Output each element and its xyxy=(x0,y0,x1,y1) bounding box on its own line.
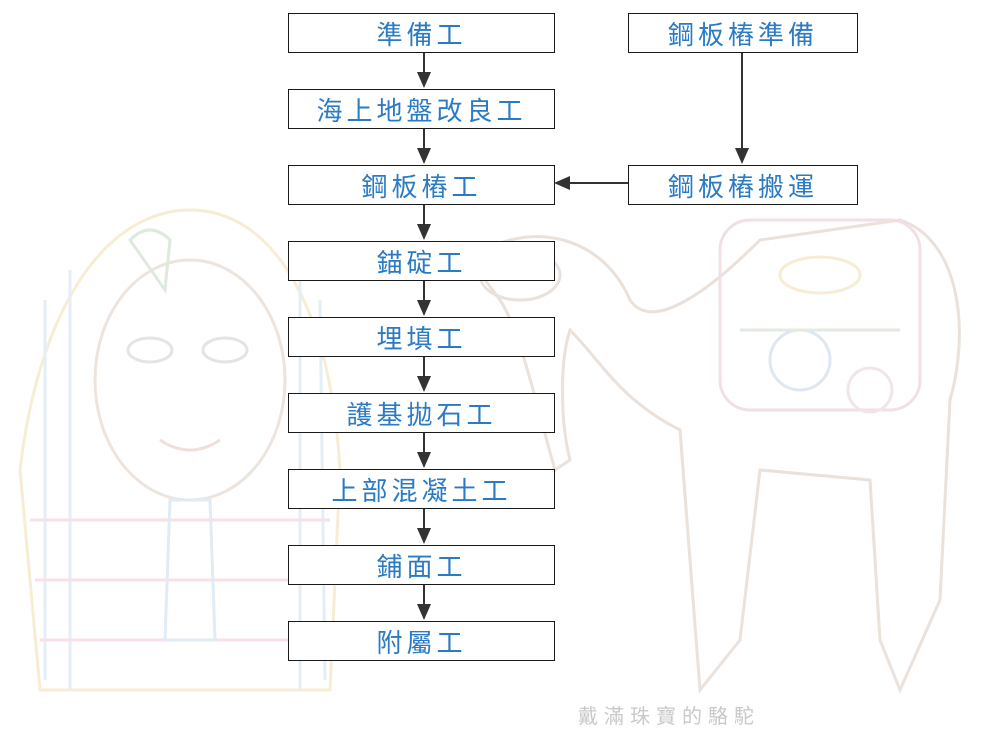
step-auxiliary: 附屬工 xyxy=(288,621,555,661)
camel-body xyxy=(467,218,961,694)
step-concrete: 上部混凝土工 xyxy=(288,469,555,509)
step-riprap: 護基拋石工 xyxy=(288,393,555,433)
watermark-caption: 戴滿珠寶的駱駝 xyxy=(578,704,760,728)
pharaoh-headdress xyxy=(18,208,342,692)
step-anchor: 錨碇工 xyxy=(288,241,555,281)
pharaoh-face xyxy=(93,258,287,502)
side-step-pile-transport: 鋼板樁搬運 xyxy=(628,165,858,205)
step-sheet-pile: 鋼板樁工 xyxy=(288,165,555,205)
step-prep: 準備工 xyxy=(288,13,555,53)
side-step-pile-prep: 鋼板樁準備 xyxy=(628,13,858,53)
step-paving: 鋪面工 xyxy=(288,545,555,585)
step-backfill: 埋填工 xyxy=(288,317,555,357)
step-ground-improvement: 海上地盤改良工 xyxy=(288,89,555,129)
